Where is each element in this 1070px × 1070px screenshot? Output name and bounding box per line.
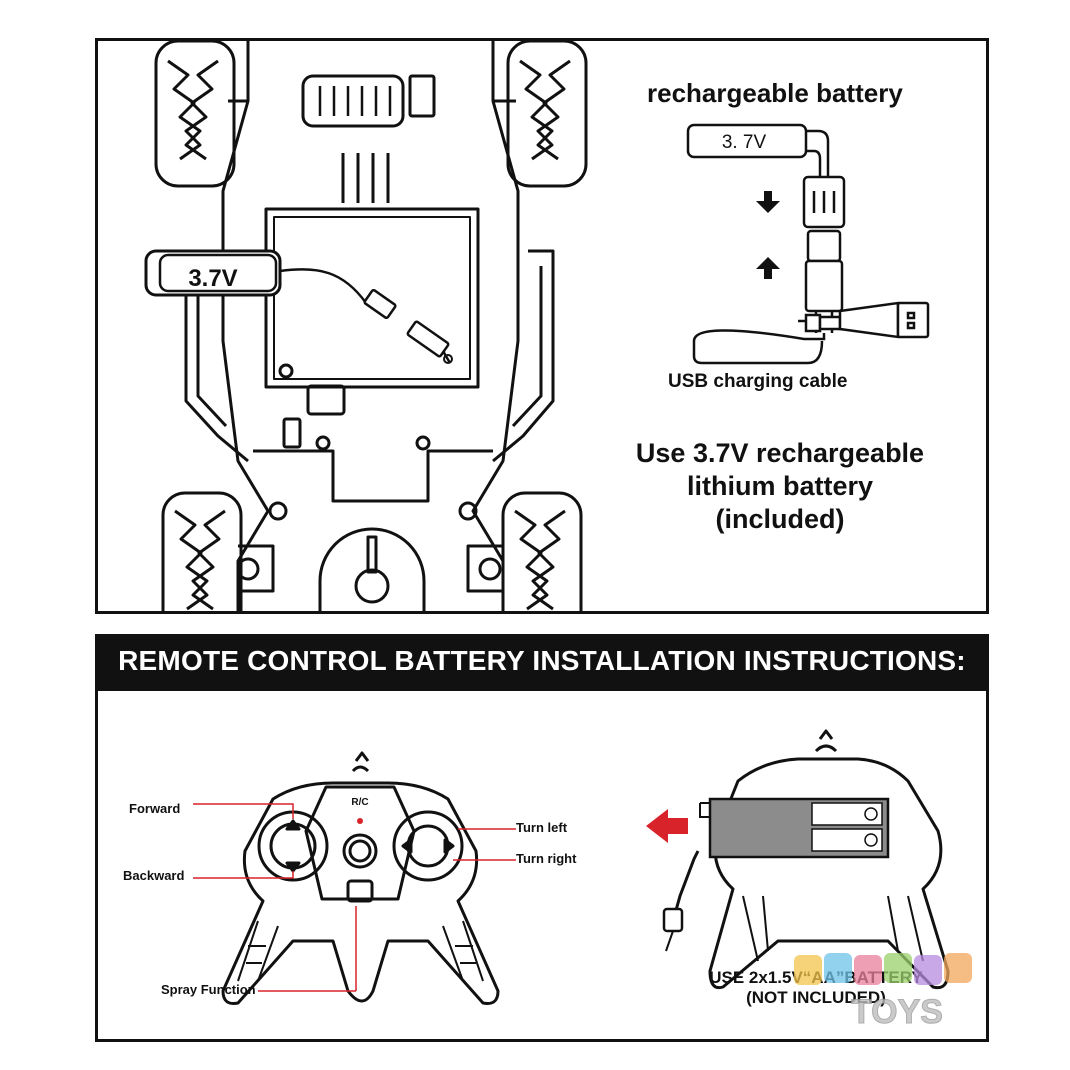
instruction-line-1: Use 3.7V rechargeable — [635, 438, 925, 468]
arrow-up-icon — [756, 257, 780, 279]
remote-badge: R/C — [351, 797, 368, 808]
charging-diagram — [686, 123, 930, 365]
callout-lines — [193, 803, 516, 992]
instruction-line-3: (included) — [715, 504, 845, 534]
remote-controller — [221, 751, 500, 1005]
label-backward: Backward — [123, 868, 185, 883]
logo-tile-blue — [824, 953, 852, 983]
car-battery-panel: 3.7V 3. 7V — [95, 38, 989, 614]
front-right-tire — [506, 41, 588, 188]
front-left-tire — [154, 41, 236, 188]
aa-battery-not-included: (NOT INCLUDED) — [746, 988, 886, 1007]
watermark-word: TOYS — [851, 993, 943, 1031]
aa-battery-box — [662, 797, 890, 952]
rear-right-tire — [501, 491, 583, 611]
logo-tile-pink — [854, 955, 882, 985]
logo-tile-yellow — [794, 955, 822, 985]
usb-cable-label: USB charging cable — [668, 371, 848, 392]
label-turn-right: Turn right — [516, 851, 577, 866]
car-battery-pack — [144, 249, 453, 364]
watermark-logo: TOYS — [792, 945, 992, 1040]
arrow-down-icon — [756, 191, 780, 213]
instruction-line-2: lithium battery — [686, 471, 874, 501]
section-banner: REMOTE CONTROL BATTERY INSTALLATION INST… — [95, 634, 989, 688]
logo-tile-green — [884, 953, 912, 983]
car-battery-label: 3.7V — [188, 265, 237, 292]
car-underside-drawing: 3.7V 3. 7V — [144, 41, 930, 611]
label-forward: Forward — [129, 801, 181, 816]
label-spray-function: Spray Function — [161, 982, 256, 997]
rechargeable-battery-heading: rechargeable battery — [647, 78, 903, 108]
battery-pack-label: 3. 7V — [722, 132, 767, 153]
pull-direction-arrow-icon — [646, 809, 688, 843]
label-turn-left: Turn left — [516, 820, 568, 835]
logo-tile-purple — [914, 955, 942, 985]
logo-tile-orange — [944, 953, 972, 983]
rear-left-tire — [161, 491, 243, 611]
remote-indicator-dot — [357, 818, 363, 824]
